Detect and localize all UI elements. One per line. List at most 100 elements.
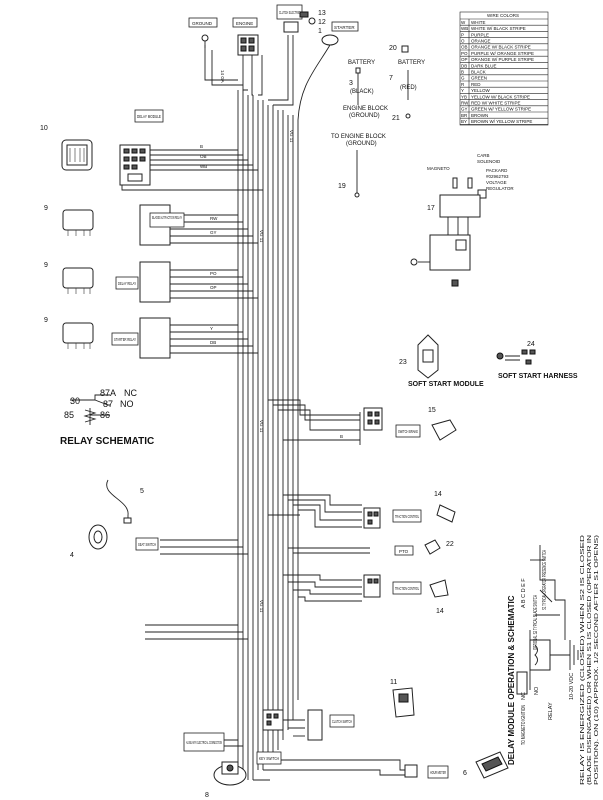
ground-terminal: [201, 34, 209, 42]
solenoid-label: SOLENOID: [477, 159, 501, 164]
regulator-connector: [439, 194, 481, 218]
engine-label: ENGINE: [236, 21, 253, 26]
callout-21: 21: [392, 115, 400, 122]
switch-brake-group: SWITCH BRAKE: [363, 407, 457, 441]
relay-no: NO: [120, 399, 134, 409]
delay-schematic-note-3: POSITION). ON (10) APPROX. 1/2 SECOND AF…: [594, 535, 600, 785]
wire-color-code: R: [461, 82, 465, 87]
relay-schematic-title: RELAY SCHEMATIC: [60, 436, 154, 447]
callout-9a: 9: [44, 205, 48, 212]
tag-b-b: B: [340, 434, 343, 439]
wire-color-code: B: [461, 70, 464, 75]
packard-part: #02962793: [486, 174, 509, 179]
tag-po: PO: [210, 271, 217, 276]
tag-b-a: B: [200, 144, 203, 149]
soft-start-group: SOFT START MODULE SOFT START HARNESS: [408, 334, 578, 388]
key-switch-label: KEY SWITCH: [259, 756, 279, 761]
wire-color-code: YB: [461, 94, 467, 99]
starter-solenoid: [321, 34, 339, 46]
callout-5: 5: [140, 488, 144, 495]
carb-label: CARB: [477, 153, 490, 158]
callout-9c: 9: [44, 317, 48, 324]
callout-19: 19: [338, 183, 346, 190]
blades-relay-label: BLADES & TRACTION RELAY: [152, 215, 182, 220]
delay-schematic-relay: RELAY: [548, 702, 554, 720]
wire-color-name: DARK BLUE: [471, 63, 497, 68]
wire-color-code: BY: [461, 119, 467, 124]
auxiliary-label: AUXILIARY ELECTRICAL CONNECTION: [186, 740, 222, 745]
tag-rw: RW: [210, 216, 218, 221]
tag-op: OP: [210, 285, 217, 290]
wire-color-name: ORANGE W/ BLACK STRIPE: [471, 45, 531, 50]
engine-block-sub: (GROUND): [349, 113, 380, 119]
clutch-switch-label: CLUTCH SWITCH: [332, 719, 352, 724]
tag-db: DB: [210, 340, 216, 345]
wire-colors-title: WIRE COLORS: [487, 13, 519, 18]
callouts: 13 12 1 10 9 9 9 20 3 7 21 19 17 23 24 1…: [40, 10, 535, 799]
relay-30: 30: [70, 396, 80, 406]
battery-red-label: BATTERY: [398, 60, 425, 66]
battery-group: BATTERY (BLACK) ENGINE BLOCK (GROUND) BA…: [331, 45, 425, 198]
relay-87: 87: [103, 399, 113, 409]
delay-schematic-note-2: (BLADE DISENGAGED) OR WHEN S1 IS CLOSED …: [587, 535, 593, 785]
callout-24: 24: [527, 341, 535, 348]
soft-start-harness-label: SOFT START HARNESS: [498, 373, 578, 380]
wire-color-name: WHITE: [471, 20, 486, 25]
delay-relay-label: DELAY RELAY: [118, 281, 136, 286]
wire-color-code: PO: [461, 51, 468, 56]
wire-color-code: O: [461, 39, 465, 44]
wire-color-code: RW: [461, 101, 469, 106]
wire-color-name: PURPLE W/ ORANGE STRIPE: [471, 51, 534, 56]
callout-4: 4: [70, 552, 74, 559]
delay-schematic-title: DELAY MODULE OPERATION & SCHEMATIC: [507, 595, 516, 765]
traction-control-2-label: TRACTION CONTROL: [395, 586, 419, 591]
callout-13: 13: [318, 10, 326, 17]
clutch-electric-label: CLUTCH ELECTRIC: [279, 10, 300, 15]
relay-nc: NC: [124, 388, 137, 398]
to-engine-block-sub: (GROUND): [346, 141, 377, 147]
main-harness: [121, 35, 405, 781]
delay-schematic-terminals: A B C D E F: [521, 578, 527, 608]
callout-7: 7: [389, 75, 393, 82]
pto-label: PTO: [399, 549, 409, 554]
callout-9b: 9: [44, 262, 48, 269]
packard-label: PACKARD: [486, 168, 508, 173]
callout-1: 1: [318, 28, 322, 35]
callout-22: 22: [446, 541, 454, 548]
delay-schematic-nc: NC: [521, 692, 527, 700]
wire-color-code: Y: [461, 88, 464, 93]
tag-ob: OB: [200, 154, 207, 159]
callout-14b: 14: [436, 608, 444, 615]
battery-black-sub: (BLACK): [350, 89, 374, 95]
bottom-group: AUXILIARY ELECTRICAL CONNECTION CLUTCH S…: [183, 687, 509, 786]
regulator-group: MAGNETO CARB SOLENOID PACKARD #02962793 …: [410, 153, 514, 287]
wire-color-name: PURPLE: [471, 32, 489, 37]
tag-gy: GY: [210, 230, 217, 235]
wire-color-code: GY: [461, 107, 468, 112]
wire-color-code: G: [461, 76, 465, 81]
relay-part-1: [62, 209, 94, 236]
wire-color-code: OB: [461, 45, 468, 50]
wire-color-code: WB: [461, 26, 468, 31]
relays: BLADES & TRACTION RELAY DELAY RELAY STAR…: [62, 204, 185, 359]
seat-group: SEAT SWITCH: [88, 479, 159, 551]
traction-control-group: TRACTION CONTROL PTO TRACTION CONTROL: [363, 504, 456, 598]
battery-black-label: BATTERY: [348, 60, 375, 66]
wire-color-code: W: [461, 20, 466, 25]
callout-3: 3: [349, 80, 353, 87]
callout-6: 6: [463, 770, 467, 777]
tag-vg-c: VG 11: [259, 420, 264, 433]
tag-vg-d: VG 11: [259, 600, 264, 613]
wire-color-code: P: [461, 32, 464, 37]
engine-block-label: ENGINE BLOCK: [343, 106, 388, 112]
relay-86: 86: [100, 410, 110, 420]
wire-color-name: BROWN W/ YELLOW STRIPE: [471, 119, 532, 124]
tag-14ga: 14 GA: [220, 70, 225, 83]
delay-schematic-s2: OPTIONAL S2 TYPICAL BLADE SWITCH: [533, 595, 539, 650]
relay-schematic: 87A NC 30 87 NO 85 86 RELAY SCHEMATIC: [60, 388, 154, 447]
wire-color-name: RED W/ WHITE STRIPE: [471, 101, 521, 106]
callout-10: 10: [40, 125, 48, 132]
